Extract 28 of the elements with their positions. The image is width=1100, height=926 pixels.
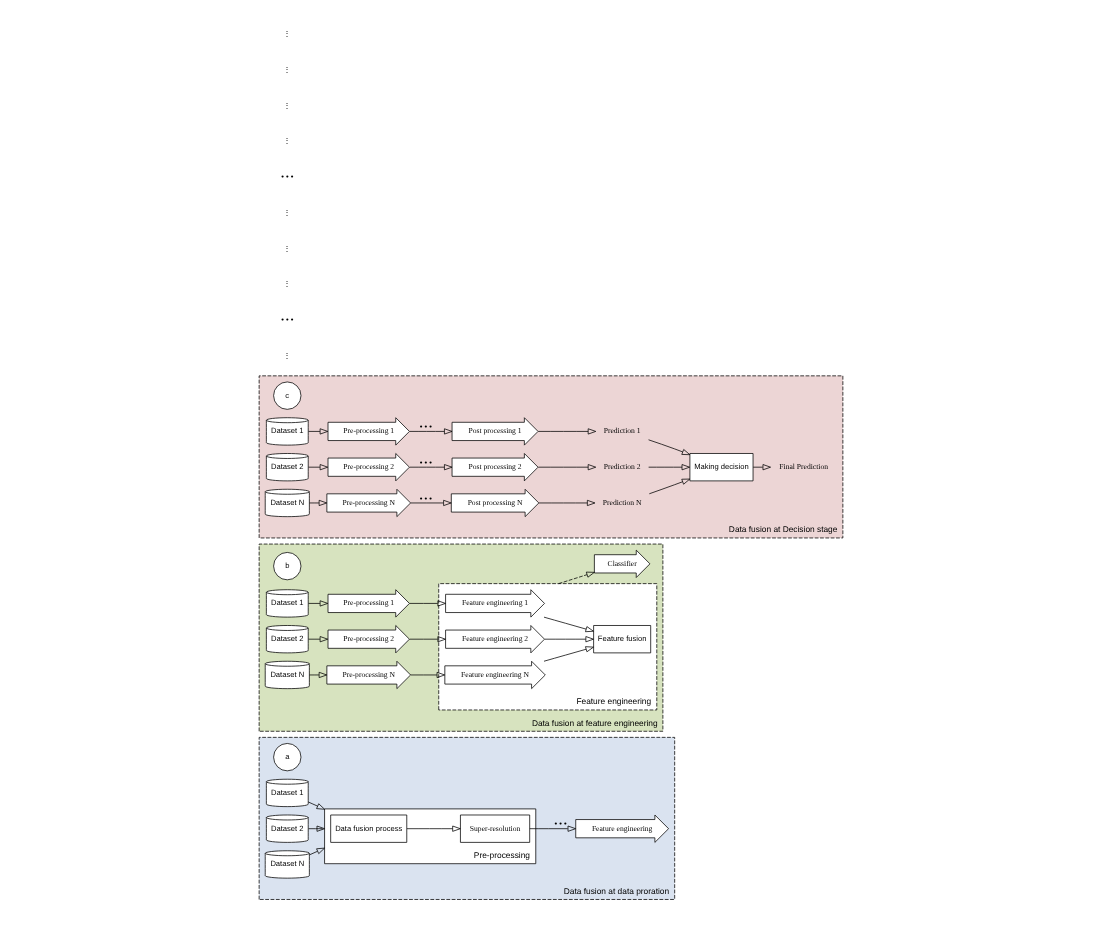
arrow [307,600,328,607]
arrow [307,801,324,810]
arrow [408,428,452,435]
arrow [307,636,328,643]
arrow [409,499,451,506]
arrow [543,636,593,643]
arrow [536,464,596,471]
arrow [408,464,452,471]
arrow [307,464,328,471]
arrow [536,428,596,435]
arrow [409,671,445,678]
arrow [537,499,595,506]
arrow [308,671,327,678]
arrow [408,636,445,643]
arrow [528,825,575,832]
arrow [308,499,327,506]
arrow [542,616,593,633]
arrow [647,478,690,495]
arrow [308,847,324,856]
arrow [405,825,460,832]
arrow [408,600,445,607]
arrow [647,464,689,471]
arrow [542,646,593,662]
arrow [307,825,324,832]
arrow [751,464,770,471]
arrow [557,571,594,584]
arrow [647,439,690,456]
arrow [307,428,328,435]
